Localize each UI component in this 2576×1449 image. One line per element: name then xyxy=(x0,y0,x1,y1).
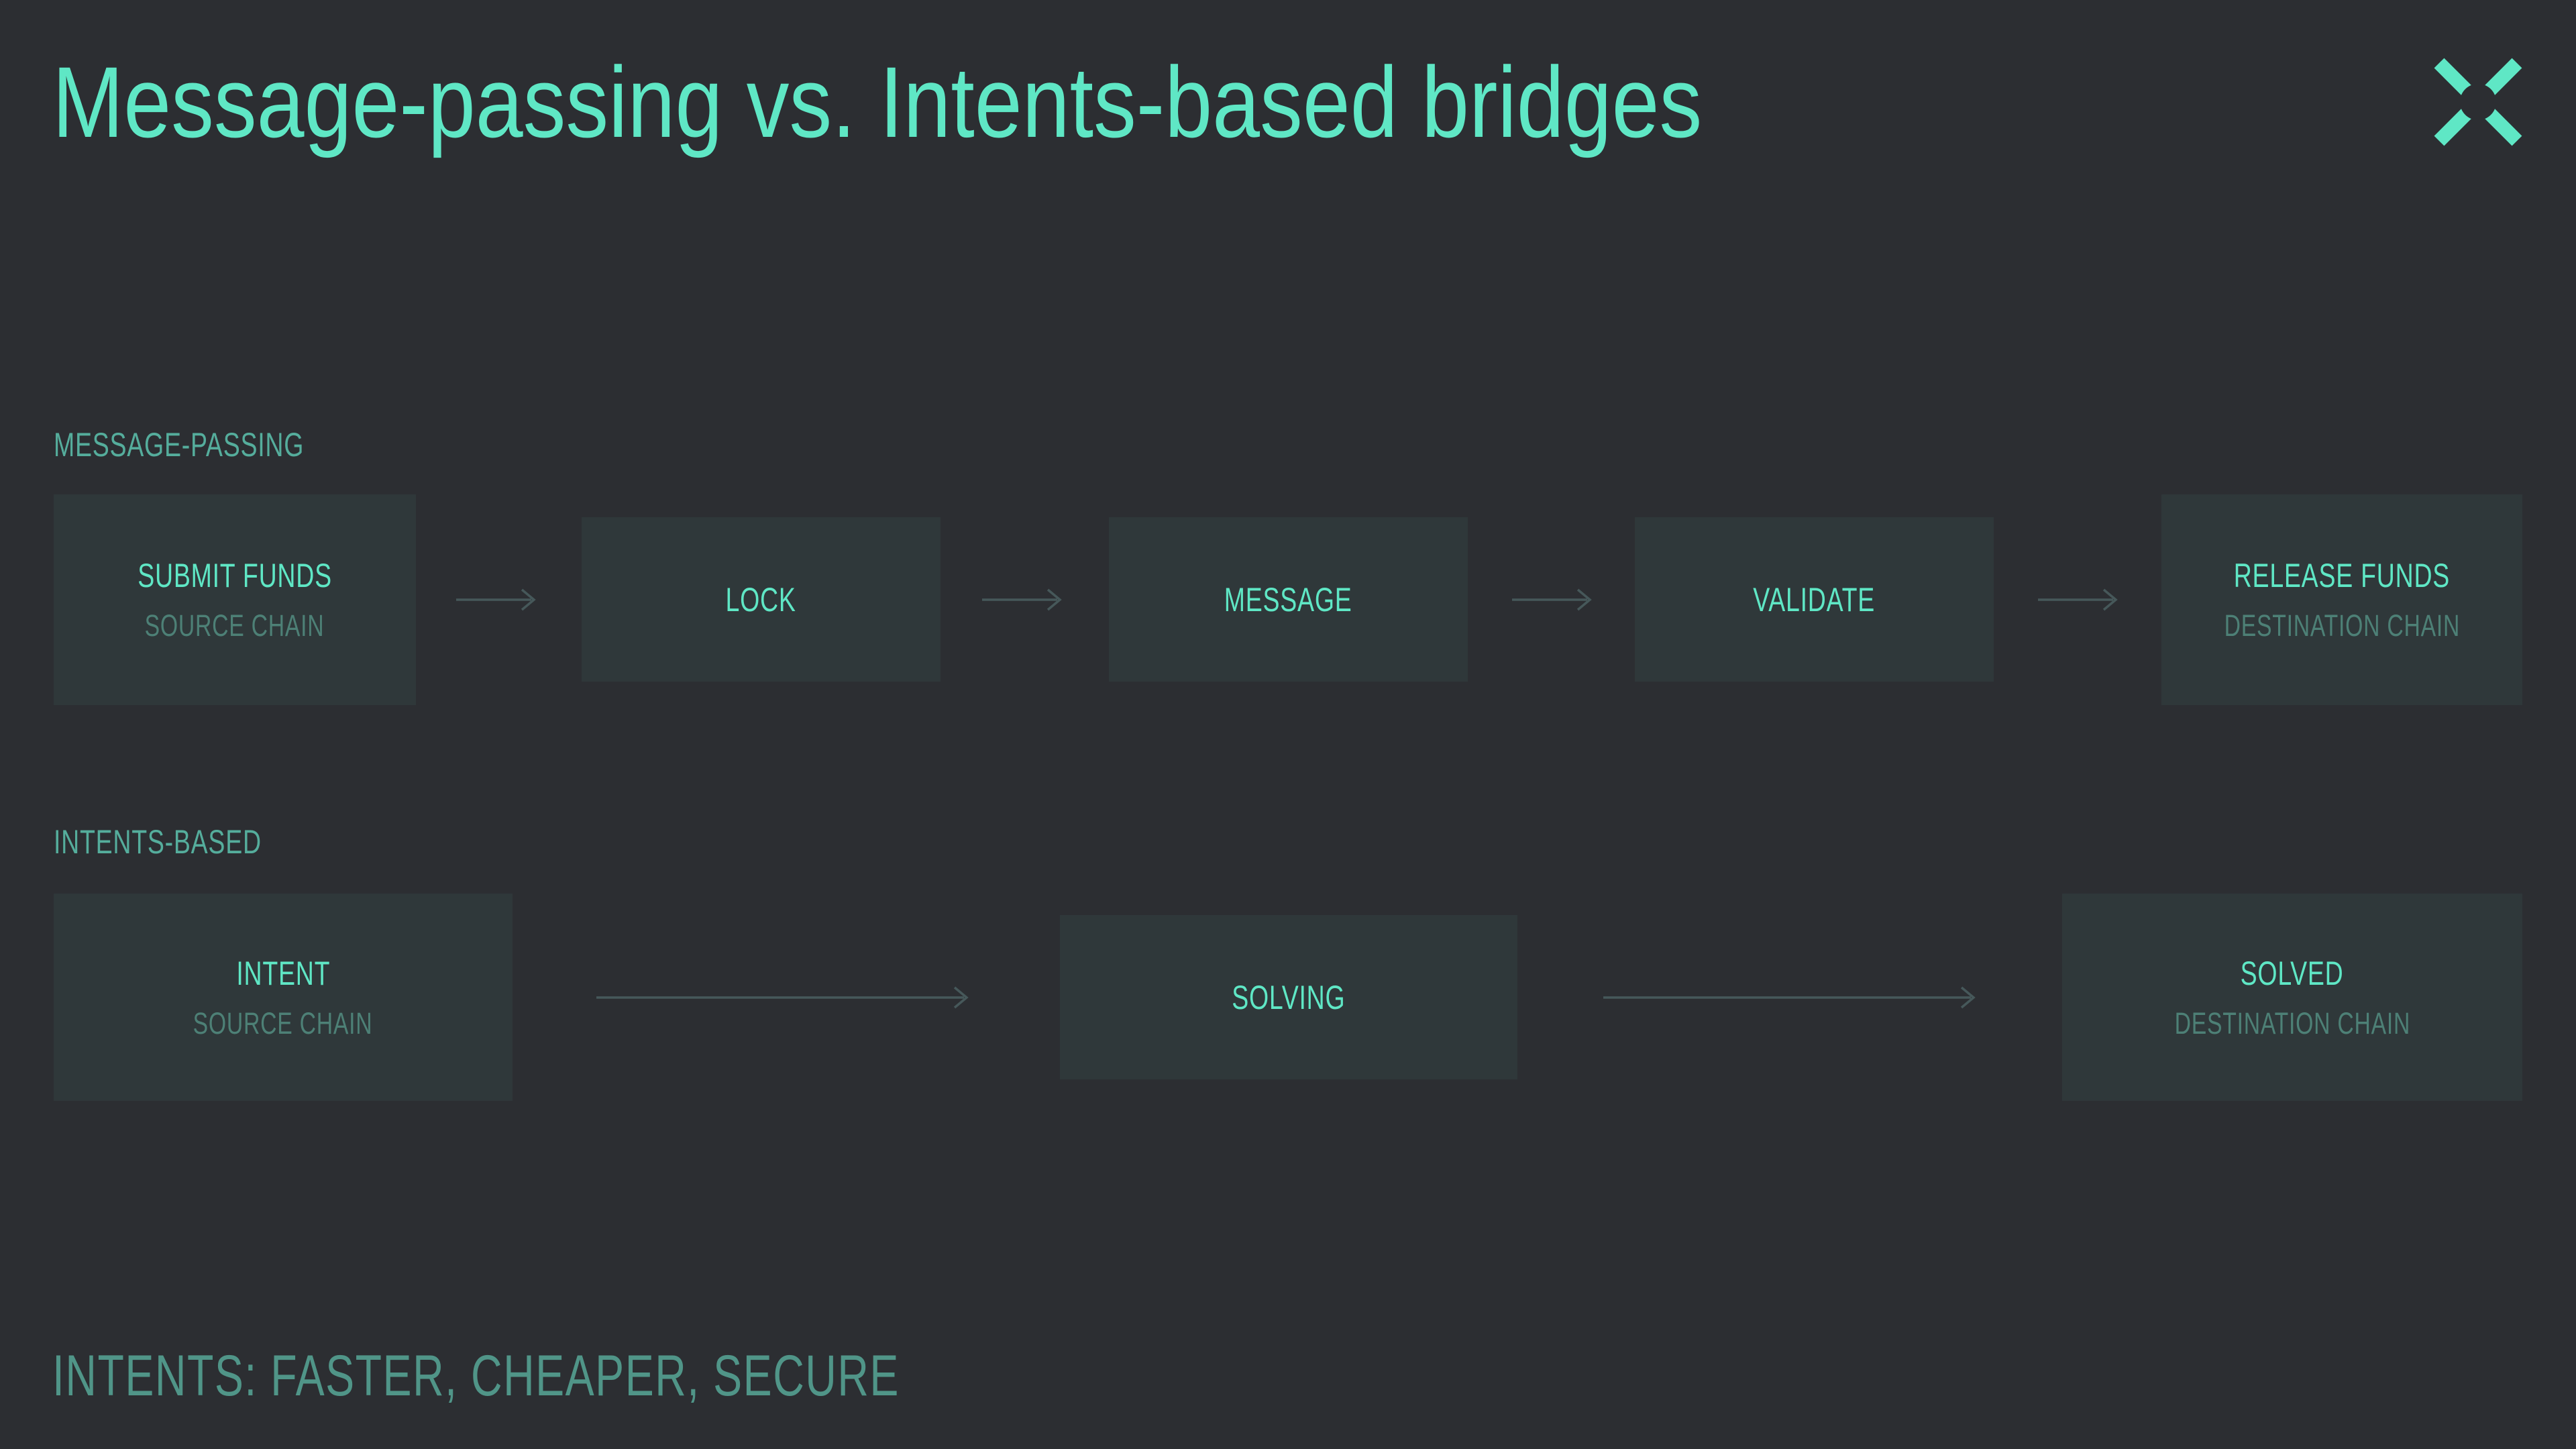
footer-tagline: INTENTS: FASTER, CHEAPER, SECURE xyxy=(52,1344,900,1408)
flow-arrow-icon xyxy=(2037,585,2124,614)
brand-x-logo xyxy=(2434,58,2522,146)
flow-step-submit-funds: SUBMIT FUNDS SOURCE CHAIN xyxy=(54,494,416,705)
step-title: SUBMIT FUNDS xyxy=(138,557,332,594)
flow-step-release-funds: RELEASE FUNDS DESTINATION CHAIN xyxy=(2161,494,2522,705)
flow-arrow-icon xyxy=(455,585,542,614)
section-label-message-passing: MESSAGE-PASSING xyxy=(54,426,305,464)
page-title: Message-passing vs. Intents-based bridge… xyxy=(52,46,1703,158)
flow-step-lock: LOCK xyxy=(582,517,941,682)
step-title: SOLVED xyxy=(2241,954,2344,992)
flow-step-validate: VALIDATE xyxy=(1635,517,1994,682)
flow-step-intent: INTENT SOURCE CHAIN xyxy=(54,894,513,1101)
flow-step-solving: SOLVING xyxy=(1060,915,1517,1079)
section-label-intents-based: INTENTS-BASED xyxy=(54,823,262,861)
flow-arrow-icon xyxy=(1602,983,1982,1012)
step-subtitle: DESTINATION CHAIN xyxy=(2224,608,2460,643)
step-subtitle: DESTINATION CHAIN xyxy=(2174,1006,2410,1040)
flow-step-message: MESSAGE xyxy=(1109,517,1468,682)
flow-arrow-icon xyxy=(1511,585,1598,614)
step-title: SOLVING xyxy=(1232,978,1346,1016)
step-title: LOCK xyxy=(725,580,797,619)
step-title: VALIDATE xyxy=(1753,580,1876,619)
step-title: RELEASE FUNDS xyxy=(2233,557,2451,594)
flow-arrow-icon xyxy=(595,983,975,1012)
step-title: MESSAGE xyxy=(1224,580,1352,619)
step-subtitle: SOURCE CHAIN xyxy=(145,608,325,643)
step-subtitle: SOURCE CHAIN xyxy=(193,1006,373,1040)
step-title: INTENT xyxy=(236,954,330,992)
flow-arrow-icon xyxy=(981,585,1068,614)
x-logo-icon xyxy=(2434,58,2522,146)
flow-step-solved: SOLVED DESTINATION CHAIN xyxy=(2062,894,2522,1101)
